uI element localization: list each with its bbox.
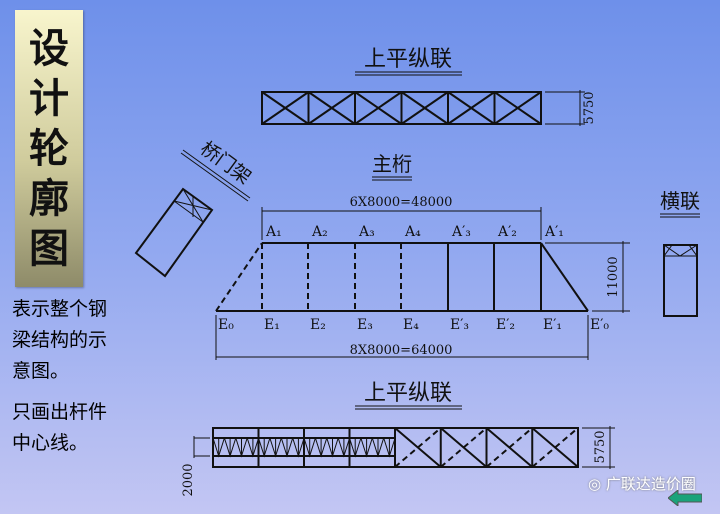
- bottom-lateral-title: 上平纵联: [364, 381, 452, 406]
- lateral-diagonal: [400, 91, 449, 125]
- sway-bracing: 横联: [660, 189, 700, 317]
- top-node-label: A₄: [404, 224, 421, 240]
- lateral-diagonal: [531, 427, 579, 468]
- lateral-diagonal: [485, 427, 533, 468]
- dim-top-lateral-width: 5750: [582, 91, 597, 124]
- note-line: 表示整个钢: [12, 298, 108, 320]
- dim-top-span: 6X8000=48000: [350, 195, 453, 210]
- back-arrow-icon[interactable]: [668, 490, 702, 506]
- dim-height: 11000: [606, 256, 621, 297]
- bottom-node-label: E′₃: [450, 317, 469, 333]
- bottom-node-label: E₃: [357, 317, 373, 333]
- bottom-node-label: E₄: [403, 317, 419, 333]
- bottom-node-label: E₀: [218, 317, 234, 333]
- lateral-diagonal: [307, 91, 356, 125]
- top-node-label: A₃: [358, 224, 375, 240]
- note-line: 中心线。: [12, 432, 89, 454]
- sway-title: 横联: [660, 189, 700, 213]
- portal-frame: 桥门架: [134, 137, 255, 278]
- top-node-label: A₂: [311, 224, 328, 240]
- note-line: 梁结构的示: [12, 329, 108, 351]
- bottom-node-label: E₁: [264, 317, 280, 333]
- lateral-diagonal: [447, 91, 496, 125]
- dim-bottom-span: 8X8000=64000: [350, 343, 453, 358]
- title-char: 图: [29, 225, 69, 272]
- top-lateral-title: 上平纵联: [364, 47, 452, 72]
- title-char: 计: [29, 75, 69, 122]
- top-lateral-bracing: 上平纵联 5750: [261, 47, 597, 126]
- watermark: ◎ 广联达造价圈: [588, 475, 696, 493]
- portal-title: 桥门架: [196, 137, 255, 188]
- note-line: 只画出杆件: [12, 401, 108, 423]
- truss-diagonal: [215, 242, 263, 312]
- top-node-label: A′₂: [497, 224, 517, 240]
- title-char: 轮: [29, 125, 69, 172]
- bottom-node-label: E₂: [310, 317, 326, 333]
- dim-bottom-lateral-width: 5750: [593, 430, 608, 463]
- note-line: 意图。: [12, 360, 70, 382]
- lateral-diagonal: [394, 427, 442, 468]
- watermark-text: 广联达造价圈: [605, 475, 696, 493]
- lateral-diagonal: [493, 91, 542, 125]
- title-char: 设: [29, 25, 69, 72]
- main-truss-title: 主桁: [372, 152, 412, 176]
- dim-stringer: 2000: [181, 463, 196, 496]
- top-node-label: A₁: [265, 224, 282, 240]
- bottom-lateral-bracing: 上平纵联 5750 2000: [181, 381, 615, 497]
- bottom-node-label: E′₀: [590, 317, 609, 333]
- truss-diagonal: [540, 242, 589, 312]
- lateral-diagonal: [440, 427, 488, 468]
- title-char: 廓: [29, 175, 69, 222]
- lateral-diagonal: [354, 91, 403, 125]
- main-truss: 主桁 6X8000=48000 11000 8X8000=64000 A₁ A₂ A…: [215, 152, 630, 360]
- bottom-node-label: E′₂: [496, 317, 515, 333]
- bottom-node-label: E′₁: [543, 317, 562, 333]
- lateral-diagonal: [261, 91, 310, 125]
- top-node-label: A′₁: [544, 224, 564, 240]
- top-node-label: A′₃: [451, 224, 471, 240]
- slide-title: 设 计 轮 廓 图: [15, 10, 83, 287]
